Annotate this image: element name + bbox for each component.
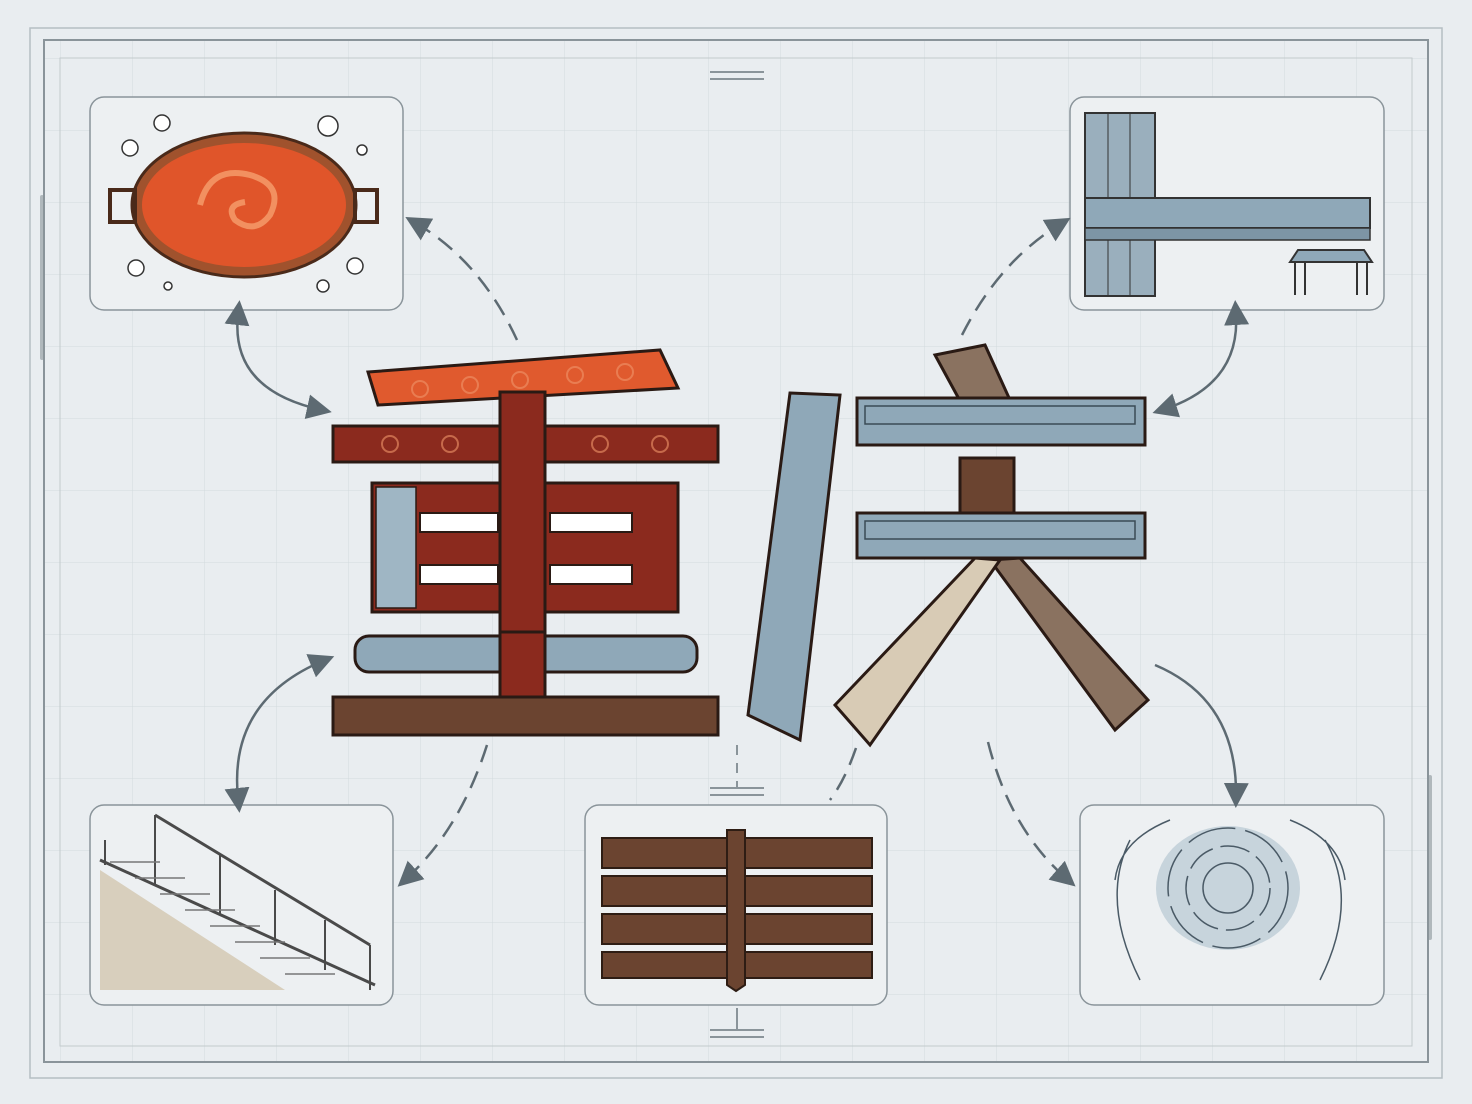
river-swirl-icon [1114, 819, 1346, 981]
margin-frame [59, 57, 1413, 1047]
outer-frame [29, 27, 1443, 1079]
lettering-zhong [331, 348, 720, 737]
panel-stairs [89, 804, 394, 1006]
connector-arrows [224, 217, 1250, 887]
inner-frame [43, 39, 1429, 1063]
panel-stilt-house [584, 804, 888, 1006]
panel-monorail [1069, 96, 1385, 311]
panel-river-fog [1079, 804, 1385, 1006]
panel-hotpot [89, 96, 404, 311]
lettering-qing [746, 343, 1151, 748]
register-marks [710, 71, 764, 1038]
dotted-rulers [40, 195, 1432, 940]
wooden-stilt-house-icon [601, 829, 873, 993]
monorail-through-building-icon [1084, 112, 1374, 297]
mountain-stairs-icon [99, 813, 376, 990]
hotpot-icon [108, 114, 379, 293]
